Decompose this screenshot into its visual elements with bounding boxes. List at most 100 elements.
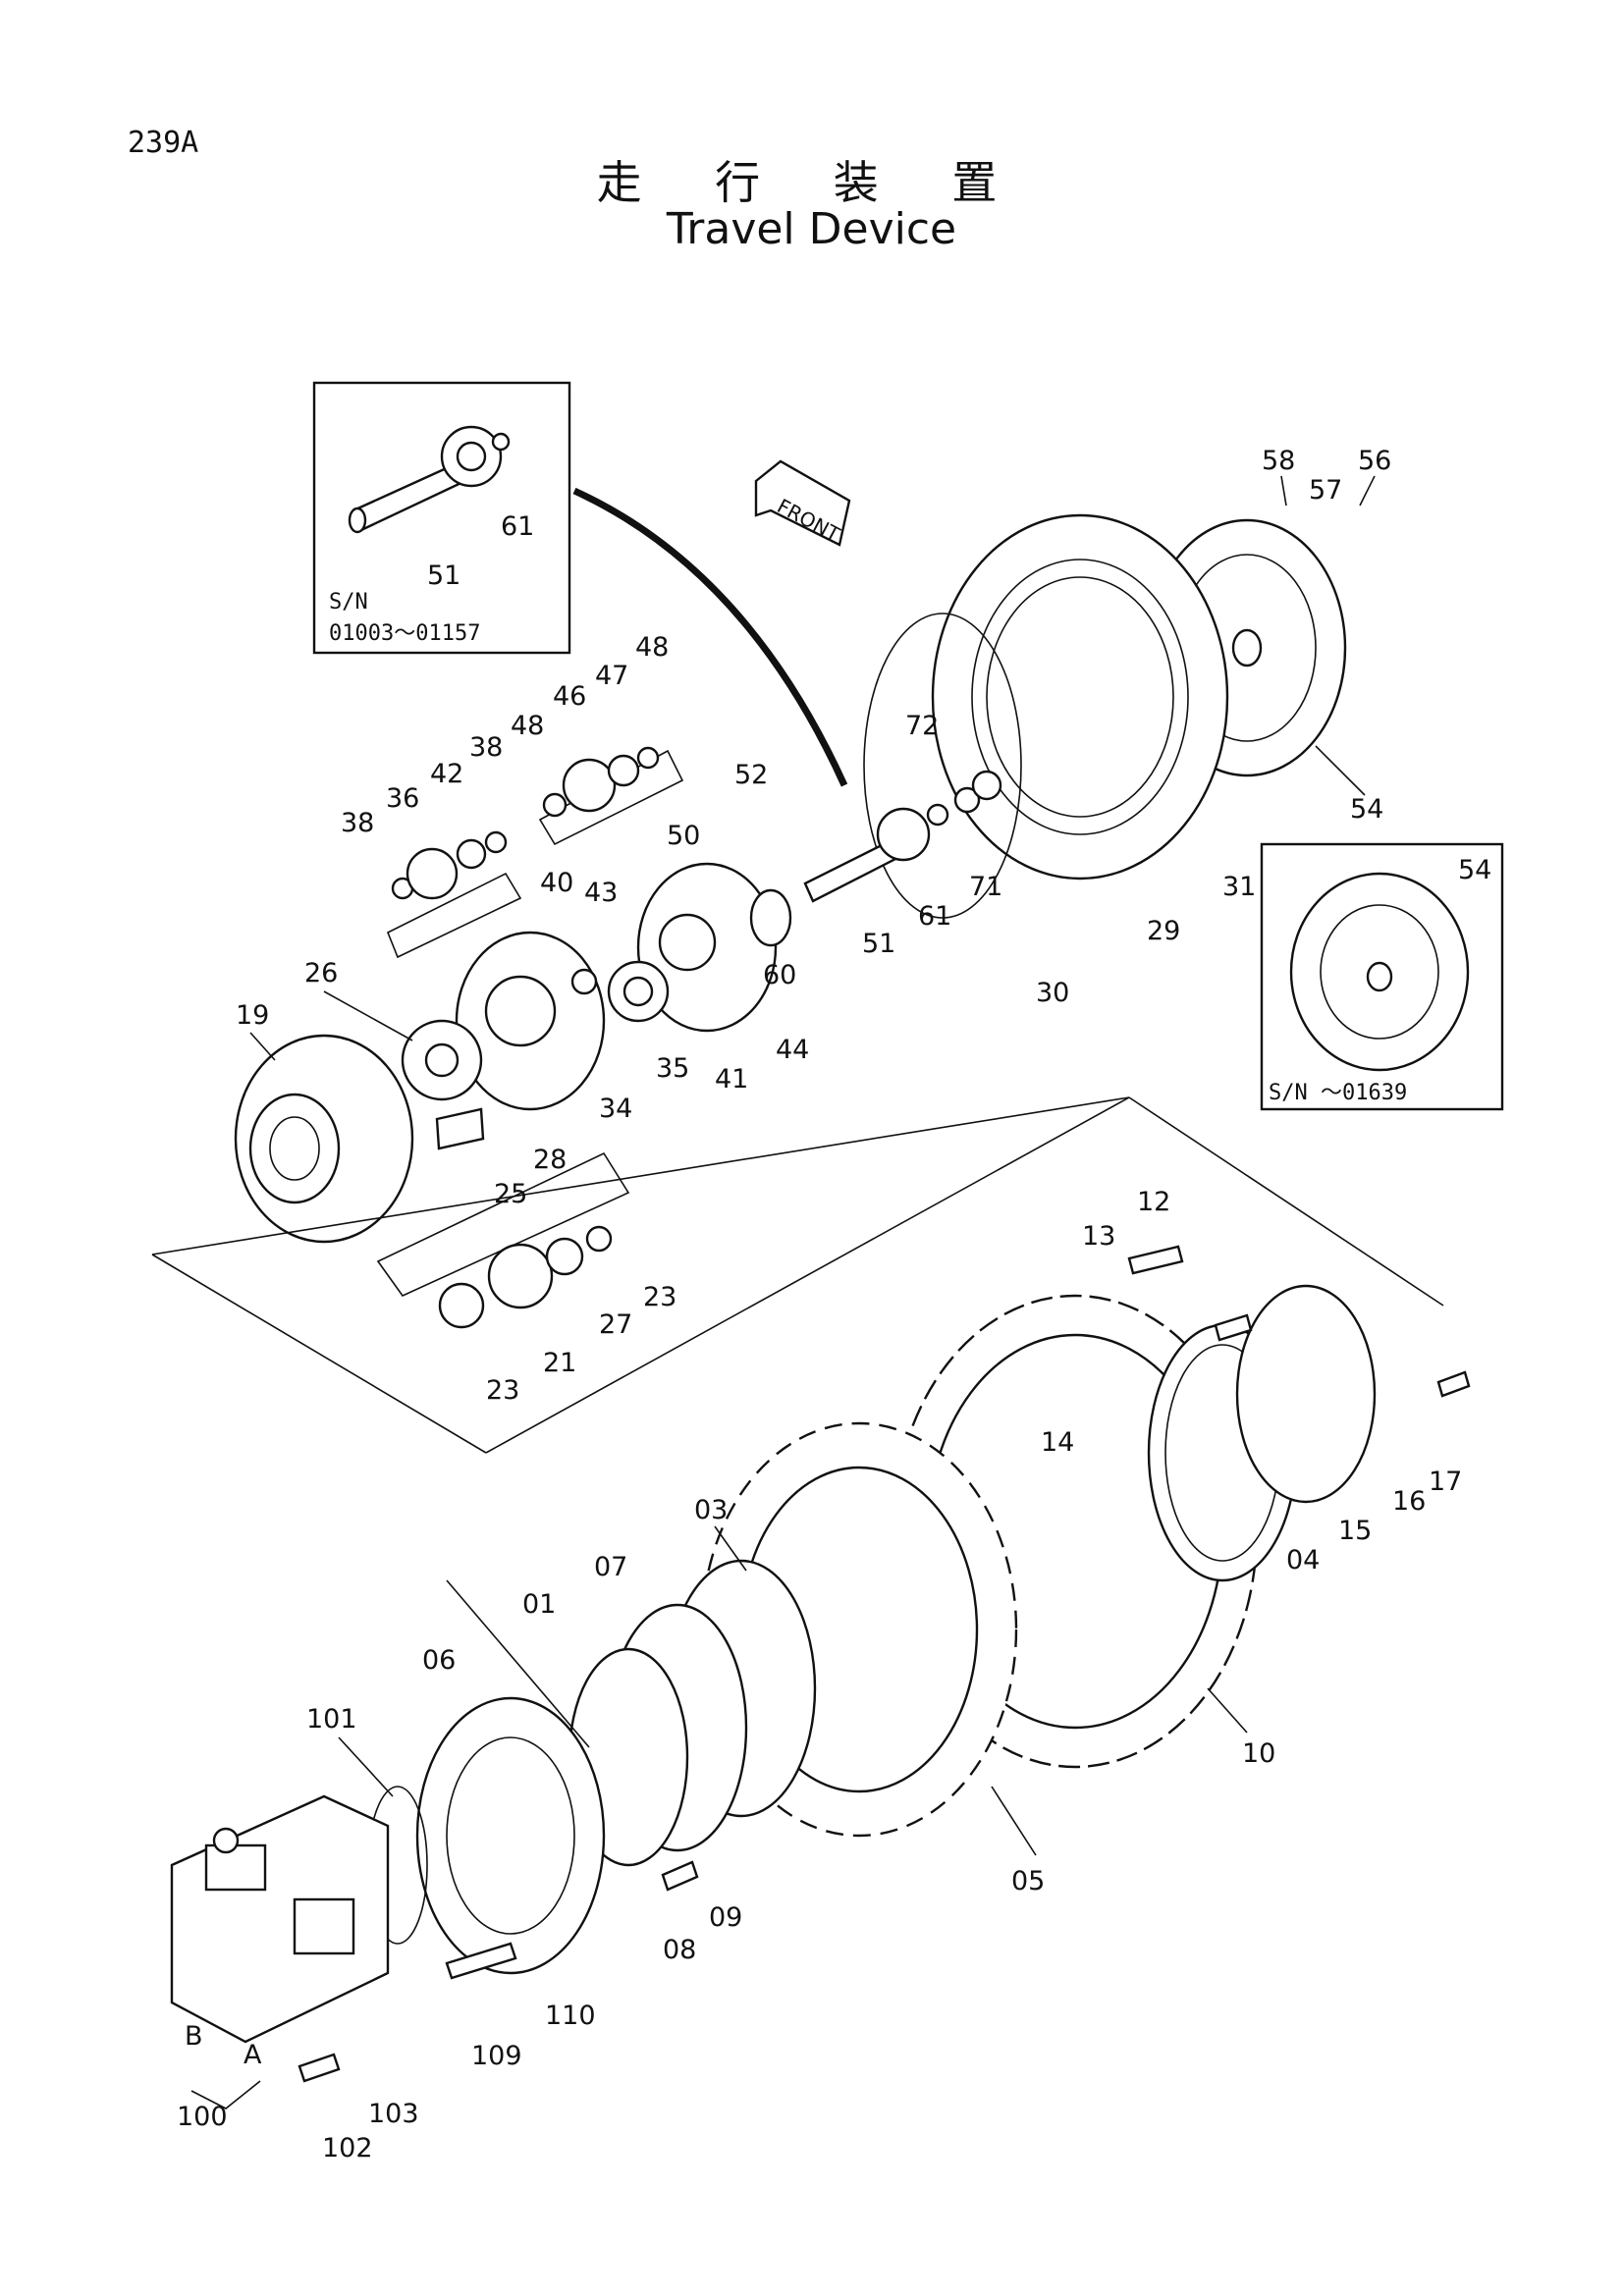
label-54: 54 [1350,794,1383,825]
label-44: 44 [776,1035,809,1065]
label-07: 07 [594,1552,627,1582]
inset-right: 54 S/N ～01639 [1260,842,1504,1111]
axis-line-c [151,1254,487,1454]
label-38b: 38 [341,808,374,838]
label-72: 72 [905,711,939,741]
label-08: 08 [663,1935,696,1965]
label-101: 101 [306,1704,357,1735]
inset-top-frame [312,381,571,655]
label-52: 52 [734,760,768,790]
label-60: 60 [763,960,796,990]
label-12: 12 [1137,1187,1170,1217]
inset-top-serial-label: S/N [329,590,368,614]
label-48a: 48 [511,711,544,741]
label-19: 19 [236,1000,269,1031]
axis-line-a [151,1096,1130,1255]
label-109: 109 [471,2041,522,2071]
axis-line-b [485,1096,1130,1454]
label-47: 47 [595,661,628,691]
label-102: 102 [322,2133,373,2163]
label-23a: 23 [643,1282,676,1312]
label-36: 36 [386,783,419,814]
bolt-12 [1127,1245,1184,1275]
label-30: 30 [1036,978,1069,1008]
inset-top-serial-range: 01003～01157 [329,621,480,646]
label-10: 10 [1242,1738,1275,1769]
axis-line-d [1128,1096,1444,1307]
label-09: 09 [709,1902,742,1933]
inset-shaft-51 [348,425,511,534]
label-58: 58 [1262,446,1295,476]
inset-label-61: 61 [501,511,534,542]
hub-19 [234,1034,414,1244]
label-26: 26 [304,958,338,988]
gear-26 [401,1019,483,1101]
inset-label-51: 51 [427,561,460,591]
label-14: 14 [1041,1427,1074,1458]
bolt-08 [661,1860,699,1892]
title-japanese: 走 行 装 置 [596,156,1027,209]
label-B: B [185,2021,203,2052]
label-15: 15 [1338,1516,1372,1546]
label-48b: 48 [635,632,669,663]
label-61: 61 [918,901,951,932]
label-100: 100 [177,2102,228,2132]
label-13: 13 [1082,1221,1115,1252]
ring-15 [1235,1284,1377,1504]
planet-set-36 [386,830,522,959]
label-51: 51 [862,929,895,959]
inset-label-54: 54 [1458,855,1491,885]
label-01: 01 [522,1589,556,1620]
label-57: 57 [1309,475,1342,506]
part-labels: 58 57 56 54 72 71 61 51 52 50 48 48 47 4… [177,446,1462,2163]
o-ring-30 [863,613,1022,919]
bolt-31 [1214,1313,1253,1342]
label-29: 29 [1147,916,1180,946]
label-40: 40 [540,868,573,898]
label-56: 56 [1358,446,1391,476]
inset-top: 51 61 S/N 01003～01157 [312,381,571,655]
label-17: 17 [1429,1467,1462,1497]
bolt-17 [1436,1370,1471,1398]
inset-right-frame [1260,842,1504,1111]
gear-41 [607,960,670,1023]
motor-100 [170,1794,390,2044]
label-06: 06 [422,1645,456,1676]
label-03: 03 [694,1495,728,1525]
label-04: 04 [1286,1545,1320,1575]
planet-set-21 [376,1151,630,1329]
label-46: 46 [553,681,586,712]
carrier-44 [636,862,792,1033]
front-arrow: FRONT [754,459,851,547]
label-16: 16 [1392,1486,1426,1517]
label-38a: 38 [469,732,503,763]
label-43: 43 [584,878,618,908]
leader-lines [190,475,1376,2109]
housing-06 [415,1696,606,1975]
inset-leader-line [572,487,848,787]
label-42: 42 [430,759,463,789]
label-71: 71 [969,872,1002,902]
bolt-102 [298,2053,341,2083]
label-103: 103 [368,2099,419,2129]
label-31: 31 [1222,872,1256,902]
label-50: 50 [667,821,700,851]
page-number: 239A [128,126,199,160]
label-34: 34 [599,1094,632,1124]
title-english: Travel Device [666,204,957,254]
label-27: 27 [599,1309,632,1340]
label-35: 35 [656,1053,689,1084]
shaft-51 [803,770,1002,903]
label-05: 05 [1011,1866,1045,1896]
bolt-109 [445,1942,517,1980]
pin-28 [435,1107,485,1150]
label-23b: 23 [486,1375,519,1406]
label-A: A [243,2040,262,2070]
carrier-34 [455,931,606,1111]
label-110: 110 [545,2001,596,2031]
label-21: 21 [543,1348,576,1378]
ring-gear-29 [931,513,1229,881]
inset-right-serial: S/N ～01639 [1269,1081,1407,1105]
